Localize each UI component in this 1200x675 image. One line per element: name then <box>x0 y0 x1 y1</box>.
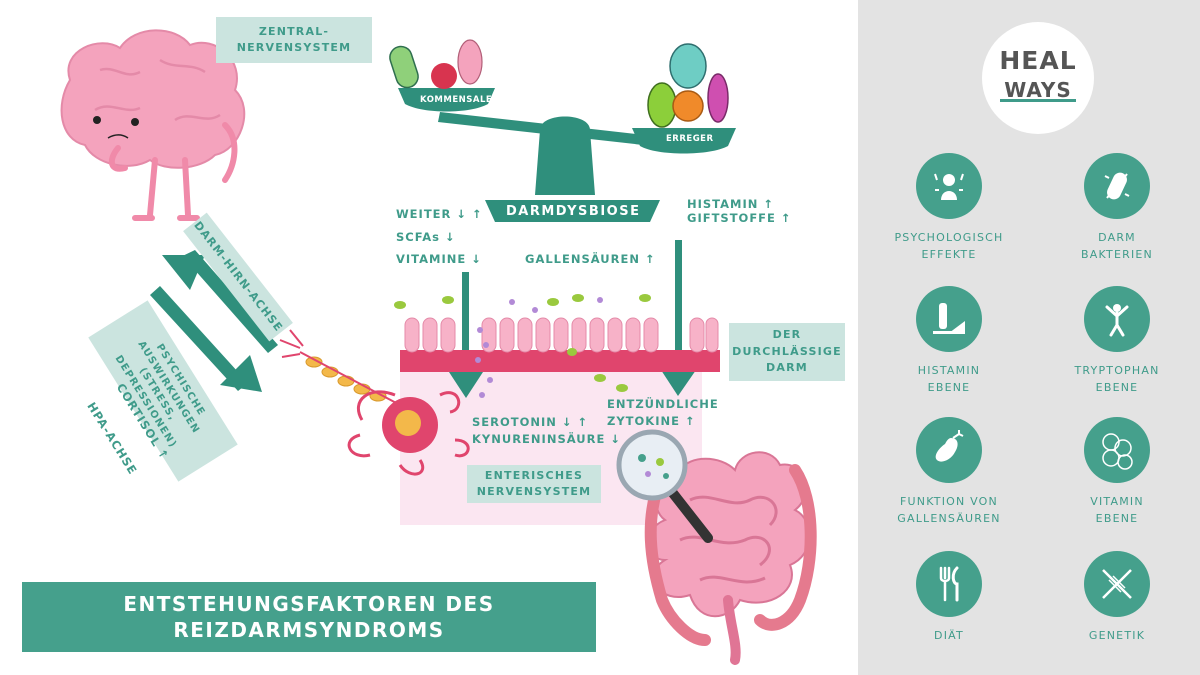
scfas-label: SCFAs ↓ <box>396 230 456 244</box>
sidebar-item-label: DARM BAKTERIEN <box>1081 231 1153 262</box>
scale-icon <box>389 39 736 222</box>
down-arrows-icon <box>449 240 696 398</box>
durchlaessige-box: DER DURCHLÄSSIGE DARM <box>729 323 845 381</box>
weiter-label: WEITER ↓ ↑ <box>396 207 483 221</box>
brain-icon <box>60 29 246 221</box>
enterisches-box: ENTERISCHES NERVENSYSTEM <box>467 465 601 503</box>
title-banner: ENTSTEHUNGSFAKTOREN DES REIZDARMSYNDROMS <box>22 582 596 652</box>
wine-cheese-icon <box>916 286 982 352</box>
cutlery-icon <box>916 551 982 617</box>
darmdysbiose-label: DARMDYSBIOSE <box>506 204 641 219</box>
sidebar-item-diaet: DIÄT <box>864 551 1034 644</box>
zns-label: ZENTRAL- NERVENSYSTEM <box>236 24 352 55</box>
erreger-label: ERREGER <box>666 134 714 144</box>
sidebar-item-label: PSYCHOLOGISCH EFFEKTE <box>894 231 1004 262</box>
intestine-icon <box>644 451 817 665</box>
kynurenin-label: KYNURENINSÄURE ↓ <box>472 432 621 446</box>
happy-person-icon <box>1084 286 1150 352</box>
diagram-area: ZENTRAL- NERVENSYSTEM KOMMENSALE ERREGER… <box>22 17 845 665</box>
sidebar-item-label: VITAMIN EBENE <box>1090 495 1144 526</box>
sidebar-item-vitamin: VITAMIN EBENE <box>1032 417 1200 527</box>
histamin-label: HISTAMIN ↑ <box>687 197 775 211</box>
sidebar-item-histamin: HISTAMIN EBENE <box>864 286 1034 396</box>
healways-logo: HEAL WAYS <box>982 22 1094 134</box>
sidebar-item-label: TRYPTOPHAN EBENE <box>1074 364 1160 395</box>
durchlaessige-label: DER DURCHLÄSSIGE DARM <box>732 328 842 375</box>
gut-brain-arrows-icon <box>150 250 278 392</box>
sidebar-item-gallensaeuren: FUNKTION VON GALLENSÄUREN <box>864 417 1034 527</box>
page-title: ENTSTEHUNGSFAKTOREN DES REIZDARMSYNDROMS <box>123 592 495 642</box>
sidebar-item-psychologisch: PSYCHOLOGISCH EFFEKTE <box>864 153 1034 263</box>
sidebar-item-label: DIÄT <box>934 629 964 642</box>
zns-label-box: ZENTRAL- NERVENSYSTEM <box>216 17 372 63</box>
gallensaeuren-label: GALLENSÄUREN ↑ <box>525 252 656 266</box>
kommensale-label: KOMMENSALE <box>420 95 493 105</box>
bacteria-icon <box>1084 153 1150 219</box>
magnifier-icon <box>616 429 713 543</box>
entzuendliche-label: ENTZÜNDLICHE <box>607 397 719 411</box>
serotonin-label: SEROTONIN ↓ ↑ <box>472 415 589 429</box>
sidebar: HEAL WAYS PSYCHOLOGISCH EFFEKTE DARM BAK… <box>858 0 1200 675</box>
dna-icon <box>1084 551 1150 617</box>
giftstoffe-label: GIFTSTOFFE ↑ <box>687 211 792 225</box>
neuron-icon <box>279 329 470 476</box>
vitamine-label: VITAMINE ↓ <box>396 252 482 266</box>
logo-ways-text: WAYS <box>1004 78 1072 102</box>
enterisches-label: ENTERISCHES NERVENSYSTEM <box>476 468 592 499</box>
psychology-icon <box>916 153 982 219</box>
zytokine-label: ZYTOKINE ↑ <box>607 414 696 428</box>
sidebar-item-bakterien: DARM BAKTERIEN <box>1032 153 1200 263</box>
intestinal-wall-icon <box>394 294 720 398</box>
sidebar-item-label: HISTAMIN EBENE <box>917 364 981 395</box>
gallbladder-icon <box>916 417 982 483</box>
sidebar-item-label: GENETIK <box>1088 629 1146 642</box>
sidebar-item-genetik: GENETIK <box>1032 551 1200 644</box>
sidebar-item-label: FUNKTION VON GALLENSÄUREN <box>897 495 1001 526</box>
logo-underline <box>1000 99 1076 102</box>
diagram-illustration <box>60 29 817 665</box>
sidebar-item-tryptophan: TRYPTOPHAN EBENE <box>1032 286 1200 396</box>
logo-heal-text: HEAL <box>999 46 1077 75</box>
vitamins-icon <box>1084 417 1150 483</box>
